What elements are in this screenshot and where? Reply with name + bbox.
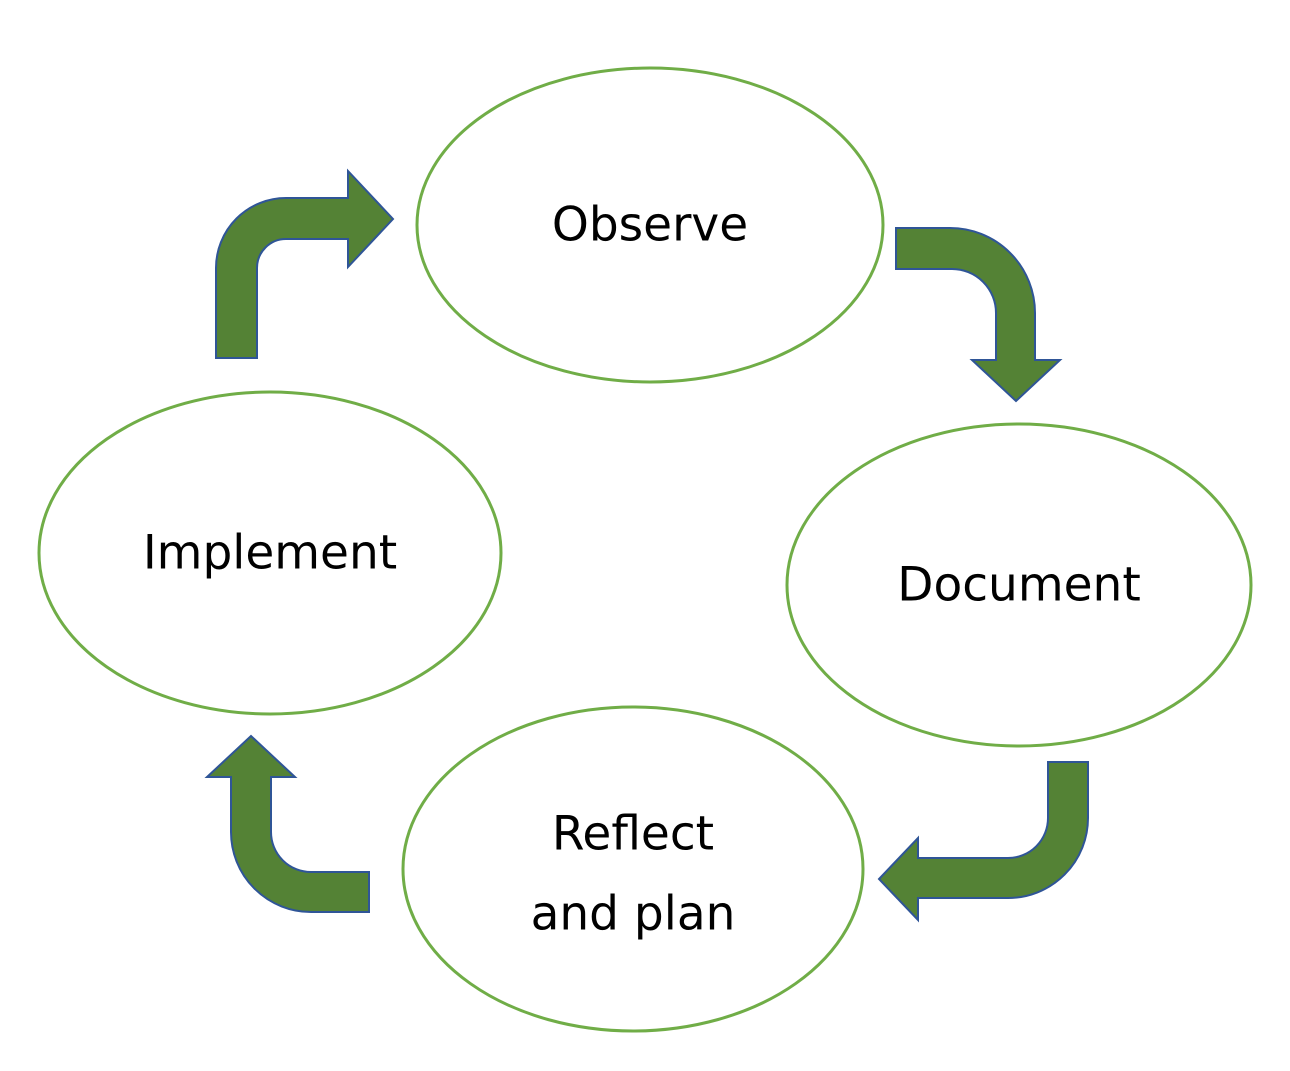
node-implement: Implement (37, 390, 503, 716)
arrow-implement-to-observe (215, 168, 395, 359)
arrow-document-to-reflect (877, 761, 1089, 923)
node-observe-shape (415, 66, 885, 384)
node-reflect: Reflect and plan (401, 705, 865, 1033)
arrow-reflect-to-implement (204, 734, 370, 913)
node-implement-shape (37, 390, 503, 716)
node-implement-label: Implement (143, 526, 397, 581)
node-document-shape (785, 422, 1253, 748)
node-observe: Observe (415, 66, 885, 384)
node-reflect-shape (401, 705, 865, 1033)
arrows (204, 168, 1089, 923)
node-reflect-label-line1: Reflect (552, 807, 714, 862)
arrow-observe-to-document (895, 227, 1063, 403)
node-document: Document (785, 422, 1253, 748)
node-reflect-label-line2: and plan (531, 887, 736, 942)
node-observe-label: Observe (552, 198, 748, 253)
node-document-label: Document (897, 558, 1141, 613)
